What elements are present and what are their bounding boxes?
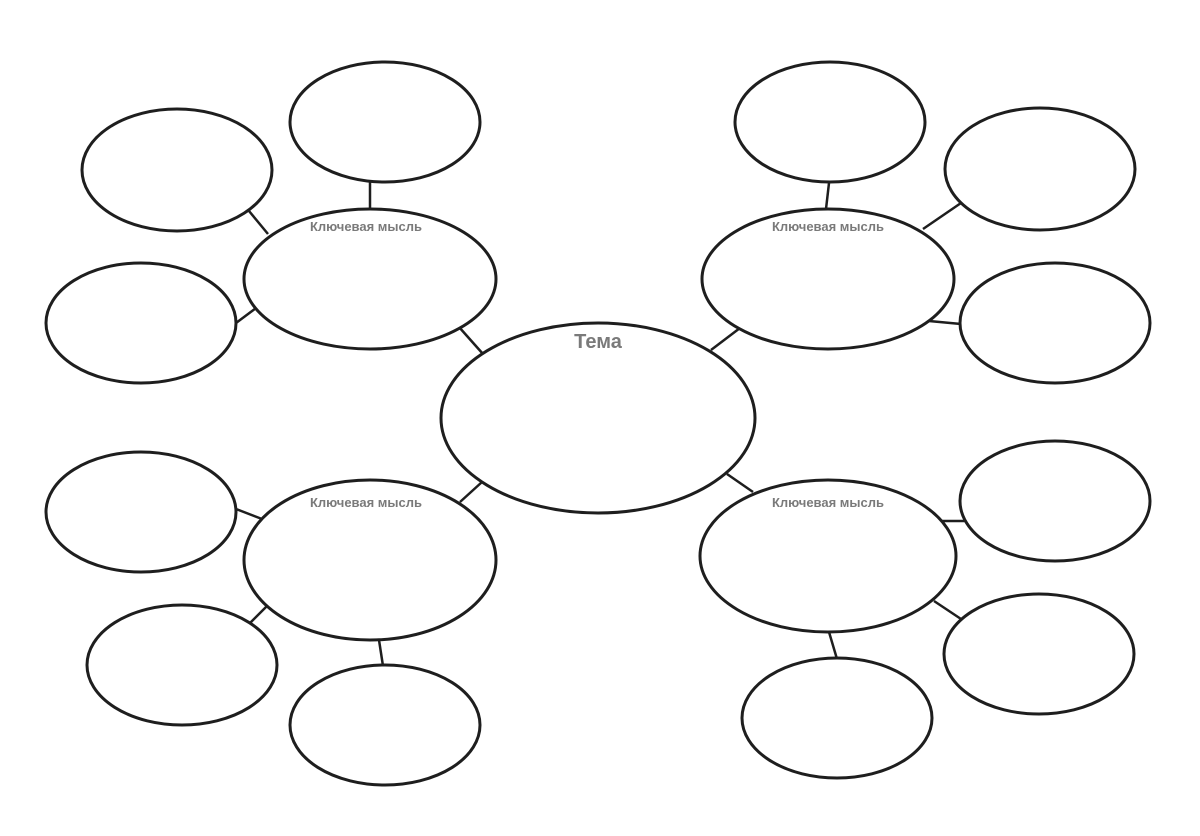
connector-center-key-top-right: [710, 327, 741, 351]
detail-bubble-bl-lower-left[interactable]: [85, 603, 279, 727]
detail-bubble-tl-upper-left[interactable]: [80, 107, 274, 233]
detail-bubble-tl-top[interactable]: [288, 60, 482, 184]
connector-center-key-bottom-left: [459, 481, 483, 503]
detail-bubble-tr-lower-right[interactable]: [958, 261, 1152, 385]
topic-ellipse: [439, 321, 757, 515]
topic-node[interactable]: Тема: [439, 321, 757, 515]
key-idea-label: Ключевая мысль: [310, 495, 422, 510]
key-idea-node-top-left[interactable]: Ключевая мысль: [242, 207, 498, 351]
connector-tl-upper-left: [248, 210, 269, 235]
connector-tr-top: [824, 182, 831, 210]
detail-bubble-tr-top[interactable]: [733, 60, 927, 184]
detail-bubble-tl-lower-left[interactable]: [44, 261, 238, 385]
key-idea-ellipse: [700, 207, 956, 351]
detail-bubble-br-upper-right[interactable]: [958, 439, 1152, 563]
key-idea-node-top-right[interactable]: Ключевая мысль: [700, 207, 956, 351]
key-idea-ellipse: [242, 478, 498, 642]
detail-bubble-bl-upper-left[interactable]: [44, 450, 238, 574]
connector-tr-lower-right: [928, 319, 962, 326]
key-idea-ellipse: [698, 478, 958, 634]
connector-center-key-top-left: [458, 326, 484, 355]
connector-tr-upper-right: [922, 201, 962, 231]
detail-bubble-bl-bottom[interactable]: [288, 663, 482, 787]
connector-center-key-bottom-right: [726, 472, 754, 494]
connector-tl-lower-left: [235, 307, 257, 324]
key-idea-label: Ключевая мысль: [772, 219, 884, 234]
connector-br-lower-right: [933, 599, 962, 621]
key-idea-node-bottom-right[interactable]: Ключевая мысль: [698, 478, 958, 634]
detail-bubble-tr-upper-right[interactable]: [943, 106, 1137, 232]
connector-bl-upper-left: [235, 507, 263, 521]
key-idea-node-bottom-left[interactable]: Ключевая мысль: [242, 478, 498, 642]
connector-br-bottom: [827, 631, 839, 660]
key-idea-ellipse: [242, 207, 498, 351]
connector-bl-bottom: [377, 639, 385, 667]
key-idea-label: Ключевая мысль: [310, 219, 422, 234]
topic-label: Тема: [574, 331, 623, 353]
detail-bubble-br-bottom[interactable]: [740, 656, 934, 780]
connector-bl-lower-left: [249, 604, 269, 624]
detail-bubble-br-lower-right[interactable]: [942, 592, 1136, 716]
key-idea-label: Ключевая мысль: [772, 495, 884, 510]
